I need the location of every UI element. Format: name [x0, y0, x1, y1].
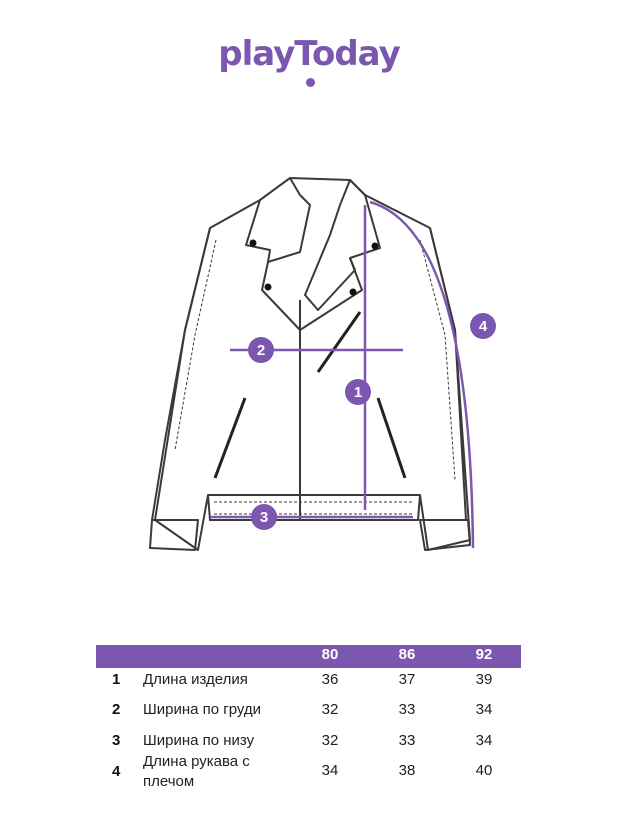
marker-2-circle	[248, 337, 274, 363]
marker-4-circle	[470, 313, 496, 339]
row-value: 32	[321, 701, 339, 718]
cuff-left	[149, 519, 199, 551]
row-number: 3	[112, 732, 121, 749]
jacket-diagram: 1 2 3 4	[149, 177, 496, 551]
size-table-header	[96, 645, 521, 668]
waistband	[208, 300, 420, 520]
row-label: Длина изделия	[143, 671, 248, 688]
marker-2: 2	[257, 342, 265, 359]
row-value: 38	[398, 762, 416, 779]
row-label: Ширина по груди	[143, 701, 262, 718]
row-number: 4	[112, 763, 121, 780]
row-value: 33	[398, 701, 416, 718]
logo-dot	[306, 78, 315, 87]
row-value: 34	[475, 701, 493, 718]
row-value: 33	[398, 732, 416, 749]
row-value: 39	[475, 671, 493, 688]
row-value: 34	[321, 762, 339, 779]
sleeve-left	[151, 227, 211, 521]
sleeve-right	[429, 227, 467, 521]
row-label: Ширина по низу	[143, 732, 255, 749]
row-number: 1	[112, 671, 121, 688]
cuff-right	[419, 519, 471, 551]
jacket-lapel	[261, 257, 363, 331]
marker-3: 3	[260, 509, 268, 526]
marker-1-circle	[345, 379, 371, 405]
brand-logo: playToday	[218, 34, 401, 74]
row-value: 36	[321, 671, 339, 688]
marker-4: 4	[479, 318, 488, 335]
marker-1: 1	[354, 384, 362, 401]
row-value: 40	[475, 762, 493, 779]
marker-3-circle	[251, 504, 277, 530]
row-value: 37	[398, 671, 416, 688]
size-header: 86	[398, 646, 416, 663]
row-label: Длина рукава с плечом	[143, 753, 250, 790]
size-header: 80	[321, 646, 339, 663]
row-value: 34	[475, 732, 493, 749]
row-number: 2	[112, 701, 121, 718]
row-value: 32	[321, 732, 339, 749]
size-header: 92	[475, 646, 493, 663]
